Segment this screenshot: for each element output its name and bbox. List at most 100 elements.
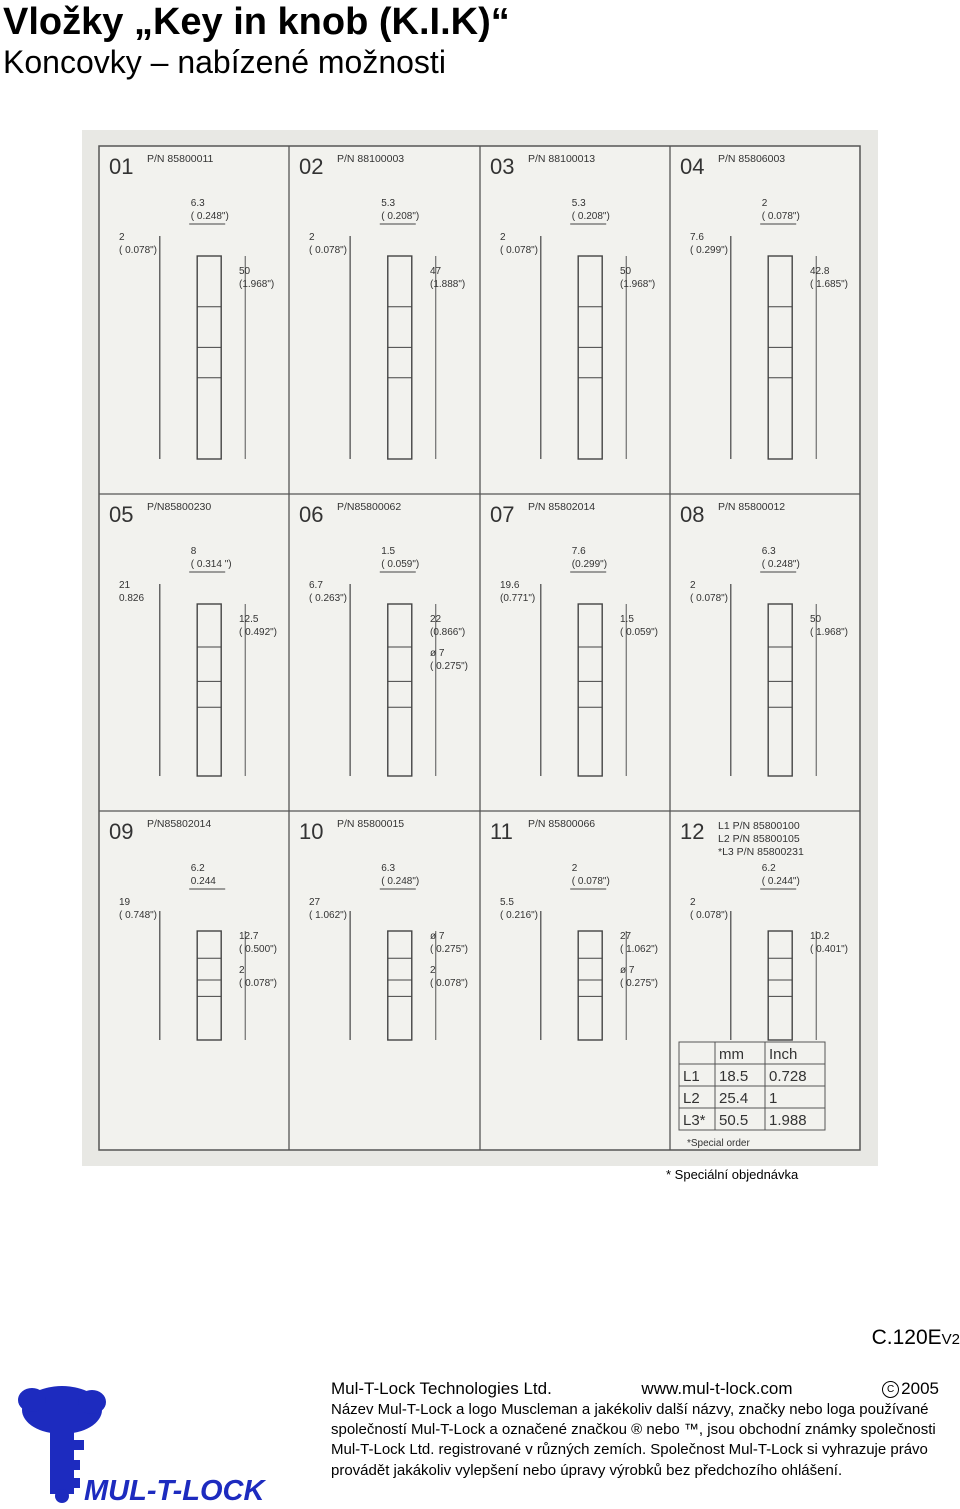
cell-number: 02 — [299, 154, 323, 179]
part-number: P/N85800230 — [147, 501, 211, 513]
dimension-label: 1.5 — [381, 546, 395, 557]
dimension-label: 7.6 — [690, 232, 704, 243]
dimension-label: 12.5 — [239, 614, 259, 625]
dimension-label: ( 0.244") — [762, 876, 800, 887]
part-outline — [387, 603, 413, 777]
cell-number: 07 — [490, 502, 514, 527]
cell-number: 05 — [109, 502, 133, 527]
dimension-label: 6.2 — [191, 863, 205, 874]
footer: Mul-T-Lock Technologies Ltd. www.mul-t-l… — [331, 1378, 951, 1481]
dimension-label: 12.7 — [239, 931, 259, 942]
footer-legal-text: Název Mul-T-Lock a logo Muscleman a jaké… — [331, 1401, 936, 1479]
dimension-label: 2 — [762, 198, 768, 209]
dimension-label: 21 — [119, 580, 131, 591]
dimension-label: ( 0.078") — [500, 245, 538, 256]
table-cell-border — [764, 1107, 826, 1131]
dimension-label: 6.7 — [309, 580, 323, 591]
part-number-line: L1 P/N 85800100 — [718, 820, 800, 832]
part-outline — [196, 603, 222, 777]
dimension-label: 8 — [191, 546, 197, 557]
part-number-line: L2 P/N 85800105 — [718, 833, 800, 845]
footer-year: 2005 — [901, 1379, 939, 1398]
dimension-label: ( 0.275") — [430, 944, 468, 955]
dimension-label: 7.6 — [572, 546, 586, 557]
dimension-label: 1.5 — [620, 614, 634, 625]
cell-number: 10 — [299, 819, 323, 844]
dimension-label: 2 — [690, 897, 696, 908]
dimension-label: 19 — [119, 897, 131, 908]
table-cell: 25.4 — [719, 1090, 748, 1107]
footer-company: Mul-T-Lock Technologies Ltd. — [331, 1379, 552, 1398]
part-number: P/N 85800066 — [528, 818, 595, 830]
cell-number: 03 — [490, 154, 514, 179]
dimension-label: 2 — [500, 232, 506, 243]
part-outline — [767, 255, 793, 460]
copyright-icon: C — [882, 1381, 900, 1398]
document-code-main: C.120E — [871, 1326, 942, 1349]
part-number: P/N 88100003 — [337, 153, 404, 165]
dimension-label: 42.8 — [810, 266, 830, 277]
document-code-suffix: V2 — [941, 1331, 960, 1348]
table-cell: 1.988 — [769, 1112, 807, 1129]
dimension-label: ( 0.748") — [119, 910, 157, 921]
dimension-label: 5.3 — [381, 198, 395, 209]
dimension-label: ( 0.078") — [690, 593, 728, 604]
dimension-label: ( 0.078") — [572, 876, 610, 887]
part-outline — [577, 930, 603, 1041]
dimension-label: ( 0.078") — [309, 245, 347, 256]
part-number: P/N 85800015 — [337, 818, 404, 830]
dimension-label: ( 0.299") — [690, 245, 728, 256]
dimension-label: 27 — [620, 931, 632, 942]
cell-number: 11 — [490, 819, 513, 844]
dimension-label: 5.3 — [572, 198, 586, 209]
part-number: P/N 85800012 — [718, 501, 785, 513]
dimension-label: ( 0.248") — [762, 559, 800, 570]
dimension-label: 10.2 — [810, 931, 830, 942]
dimension-label: ( 0.492") — [239, 627, 277, 638]
dimension-label: ( 0.500") — [239, 944, 277, 955]
dimension-label: ( 0.208") — [381, 211, 419, 222]
dimension-label: 27 — [309, 897, 321, 908]
dimension-label: (0.771") — [500, 593, 535, 604]
cell-number: 06 — [299, 502, 323, 527]
dimension-label: 47 — [430, 266, 442, 277]
dimension-label: 0.826 — [119, 593, 144, 604]
dimension-label: ( 0.059") — [620, 627, 658, 638]
dimension-label: 2 — [119, 232, 125, 243]
page-subtitle: Koncovky – nabízené možnosti — [3, 44, 446, 80]
table-header: Inch — [769, 1046, 797, 1063]
cell-number: 12 — [680, 819, 704, 844]
dimension-label: ( 0.078") — [690, 910, 728, 921]
part-outline — [387, 930, 413, 1041]
dimension-label: 2 — [239, 965, 245, 976]
dimension-label: ( 0.275") — [430, 661, 468, 672]
special-order-footnote: *Special order — [687, 1138, 750, 1149]
dimension-label: 19.6 — [500, 580, 520, 591]
dimension-label: ( 1.968") — [810, 627, 848, 638]
dimension-label: ( 1.685") — [810, 279, 848, 290]
dimension-label: (0.299") — [572, 559, 607, 570]
dimension-label: ( 1.062") — [620, 944, 658, 955]
dimension-label: ( 0.314 ") — [191, 559, 232, 570]
table-cell: L2 — [683, 1090, 700, 1107]
footer-website[interactable]: www.mul-t-lock.com — [641, 1379, 793, 1398]
dimension-label: ( 0.401") — [810, 944, 848, 955]
document-code: C.120EV2 — [872, 1326, 960, 1350]
dimension-label: (1.968") — [239, 279, 274, 290]
dimension-label: 6.3 — [191, 198, 205, 209]
part-number: P/N 85806003 — [718, 153, 785, 165]
dimension-label: 2 — [690, 580, 696, 591]
mul-t-lock-logo: MUL-T-LOCK — [10, 1382, 320, 1507]
dimension-label: 2 — [430, 965, 436, 976]
dimension-label: 6.3 — [762, 546, 776, 557]
dimension-label: (0.866") — [430, 627, 465, 638]
dimension-label: ø 7 — [620, 965, 635, 976]
table-header: mm — [719, 1046, 744, 1063]
